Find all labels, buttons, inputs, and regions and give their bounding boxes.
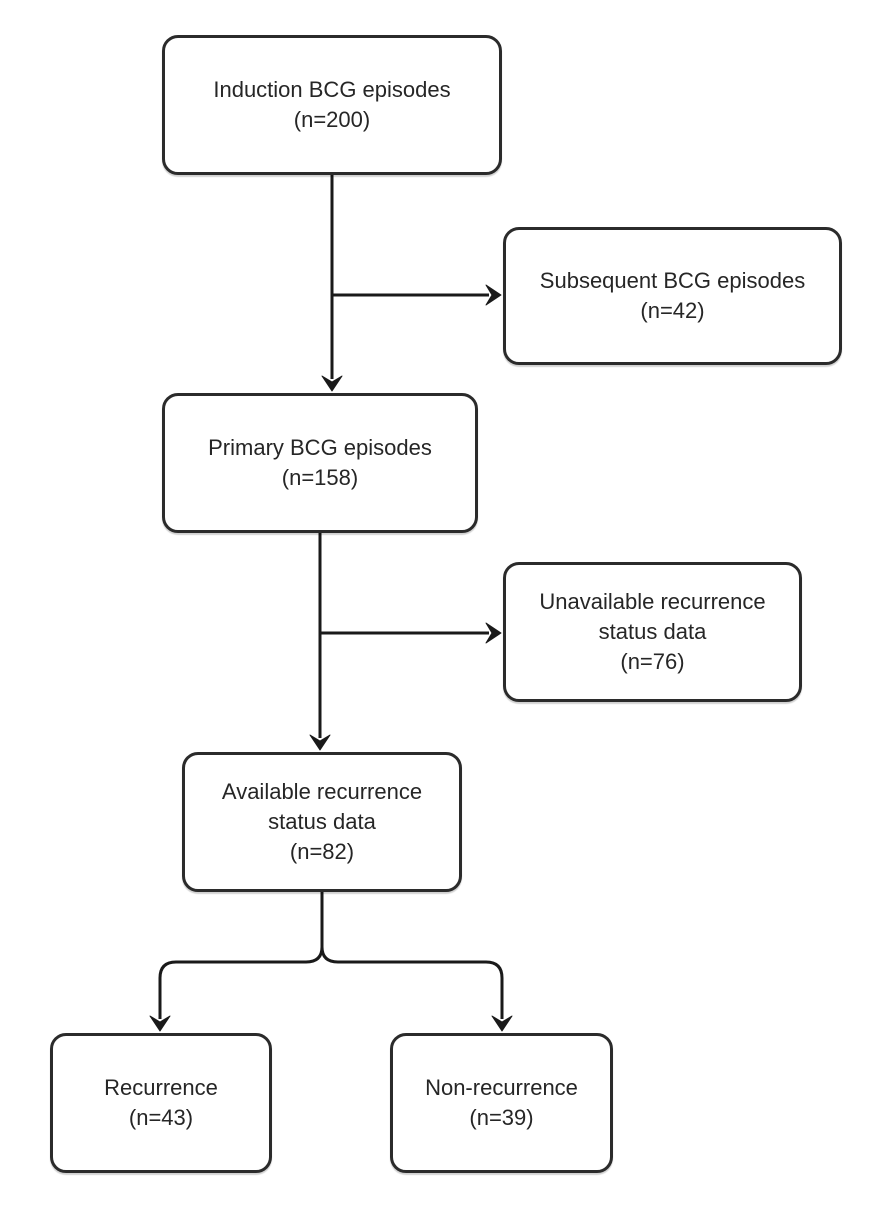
arrowhead-down-recurrence — [149, 1015, 171, 1032]
flow-box-induction-label: Induction BCG episodes (n=200) — [213, 77, 451, 132]
flow-box-non-recurrence: Non-recurrence (n=39) — [390, 1033, 613, 1173]
arrowhead-right-unavailable — [485, 622, 502, 644]
arrowhead-down-available — [309, 734, 331, 751]
flow-box-primary-label: Primary BCG episodes (n=158) — [208, 435, 432, 490]
flow-box-primary: Primary BCG episodes (n=158) — [162, 393, 478, 533]
flow-box-recurrence-label: Recurrence (n=43) — [104, 1075, 218, 1130]
flow-box-induction: Induction BCG episodes (n=200) — [162, 35, 502, 175]
flow-box-recurrence: Recurrence (n=43) — [50, 1033, 272, 1173]
flow-box-available: Available recurrence status data (n=82) — [182, 752, 462, 892]
flow-box-subsequent: Subsequent BCG episodes (n=42) — [503, 227, 842, 365]
flow-box-unavailable-label: Unavailable recurrence status data (n=76… — [539, 589, 766, 674]
flow-box-available-label: Available recurrence status data (n=82) — [221, 779, 423, 864]
arrowhead-down-non-recurrence — [491, 1015, 513, 1032]
connector-split-non-recurrence — [320, 946, 504, 1019]
flow-box-non-recurrence-label: Non-recurrence (n=39) — [425, 1075, 578, 1130]
arrowhead-down-primary — [321, 375, 343, 392]
flow-box-unavailable: Unavailable recurrence status data (n=76… — [503, 562, 802, 702]
connector-split-recurrence — [158, 946, 324, 1019]
arrowhead-right-subsequent — [485, 284, 502, 306]
flow-box-subsequent-label: Subsequent BCG episodes (n=42) — [539, 268, 806, 323]
